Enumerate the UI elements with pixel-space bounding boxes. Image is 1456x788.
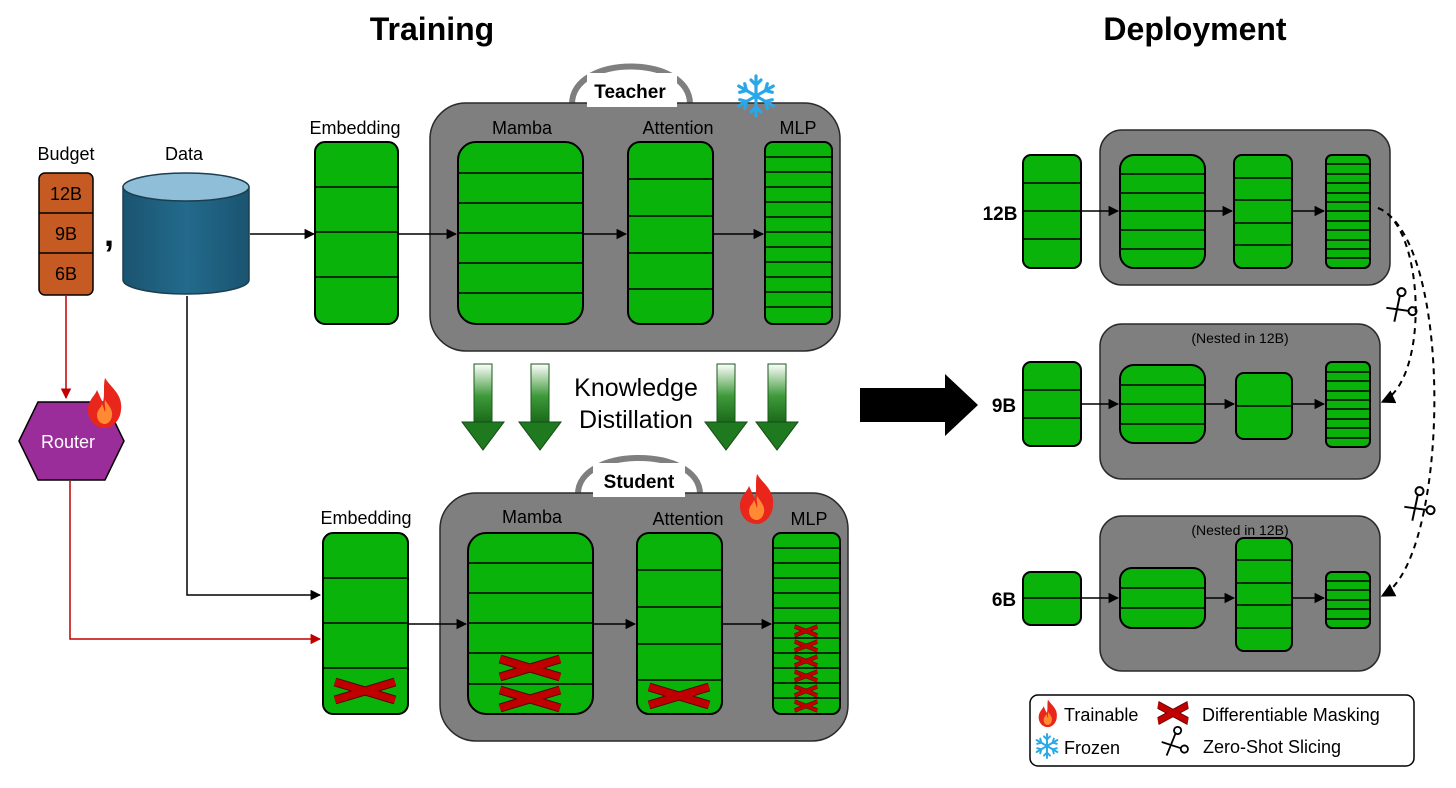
deploy-9b-attention-block — [1235, 372, 1293, 440]
legend-trainable: Trainable — [1064, 705, 1138, 725]
kd-label-line2: Distillation — [579, 406, 693, 434]
router-flame-icon — [88, 378, 122, 428]
budget-option-12b: 12B — [50, 184, 82, 204]
student-flame-icon — [740, 474, 774, 524]
deploy-12b-embedding-block — [1022, 154, 1082, 269]
student-label: Student — [604, 472, 675, 493]
legend: Trainable Frozen Differentiable Masking … — [1029, 694, 1415, 767]
slice-12b-to-6b-arrow — [1377, 207, 1436, 597]
training-title: Training — [370, 11, 494, 47]
legend-frozen: Frozen — [1064, 738, 1120, 758]
teacher-mamba-label: Mamba — [492, 118, 553, 138]
deploy-6b-mlp-block — [1325, 571, 1371, 629]
teacher-mlp-block — [764, 141, 833, 325]
data-cylinder-icon — [122, 172, 250, 295]
scissors-icon-1 — [1380, 285, 1419, 327]
kd-arrow-4-icon — [755, 363, 799, 451]
scissors-icon-2 — [1398, 484, 1437, 526]
student-mamba-label: Mamba — [502, 507, 563, 527]
teacher-handle — [569, 63, 693, 105]
teacher-attention-block — [627, 141, 714, 325]
teacher-attention-label: Attention — [642, 118, 713, 138]
deploy-9b-note: (Nested in 12B) — [1191, 330, 1288, 346]
kd-arrow-1-icon — [461, 363, 505, 451]
deploy-9b-label: 9B — [992, 396, 1016, 417]
router-to-student-arrow — [69, 481, 322, 645]
deploy-12b-mlp-block — [1325, 154, 1371, 269]
comma-separator: , — [104, 213, 114, 254]
student-mlp-block — [772, 532, 841, 715]
budget-selector: 12B 9B 6B — [38, 172, 94, 296]
student-mlp-label: MLP — [790, 509, 827, 529]
deploy-12b-label: 12B — [983, 204, 1018, 225]
student-handle — [575, 455, 703, 495]
kd-arrow-2-icon — [518, 363, 562, 451]
teacher-embedding-label: Embedding — [309, 118, 400, 138]
teacher-label: Teacher — [594, 82, 666, 103]
legend-slicing: Zero-Shot Slicing — [1203, 737, 1341, 757]
legend-masking: Differentiable Masking — [1202, 705, 1380, 725]
deploy-6b-label: 6B — [992, 590, 1016, 611]
deploy-9b-mlp-block — [1325, 361, 1371, 448]
student-attention-label: Attention — [652, 509, 723, 529]
budget-option-9b: 9B — [55, 224, 77, 244]
budget-option-6b: 6B — [55, 264, 77, 284]
deployment-title: Deployment — [1103, 11, 1286, 47]
deploy-12b-mamba-block — [1119, 154, 1206, 269]
teacher-embedding-block — [314, 141, 399, 325]
deploy-9b-embedding-block — [1022, 361, 1082, 447]
deploy-6b-attention-block — [1235, 537, 1293, 652]
student-embedding-label: Embedding — [320, 508, 411, 528]
data-label: Data — [165, 144, 204, 164]
deploy-6b-mamba-block — [1119, 567, 1206, 629]
kd-arrow-3-icon — [704, 363, 748, 451]
big-right-arrow-icon — [860, 374, 978, 436]
student-mamba-block — [467, 532, 594, 715]
deploy-6b-note: (Nested in 12B) — [1191, 522, 1288, 538]
teacher-mlp-label: MLP — [779, 118, 816, 138]
deploy-6b-embedding-block — [1022, 571, 1082, 626]
teacher-mamba-block — [457, 141, 584, 325]
data-to-student-arrow — [186, 296, 322, 601]
kd-label-line1: Knowledge — [574, 374, 698, 402]
budget-label: Budget — [37, 144, 94, 164]
deploy-12b-attention-block — [1233, 154, 1293, 269]
deploy-9b-mamba-block — [1119, 364, 1206, 444]
router-label: Router — [41, 432, 95, 452]
